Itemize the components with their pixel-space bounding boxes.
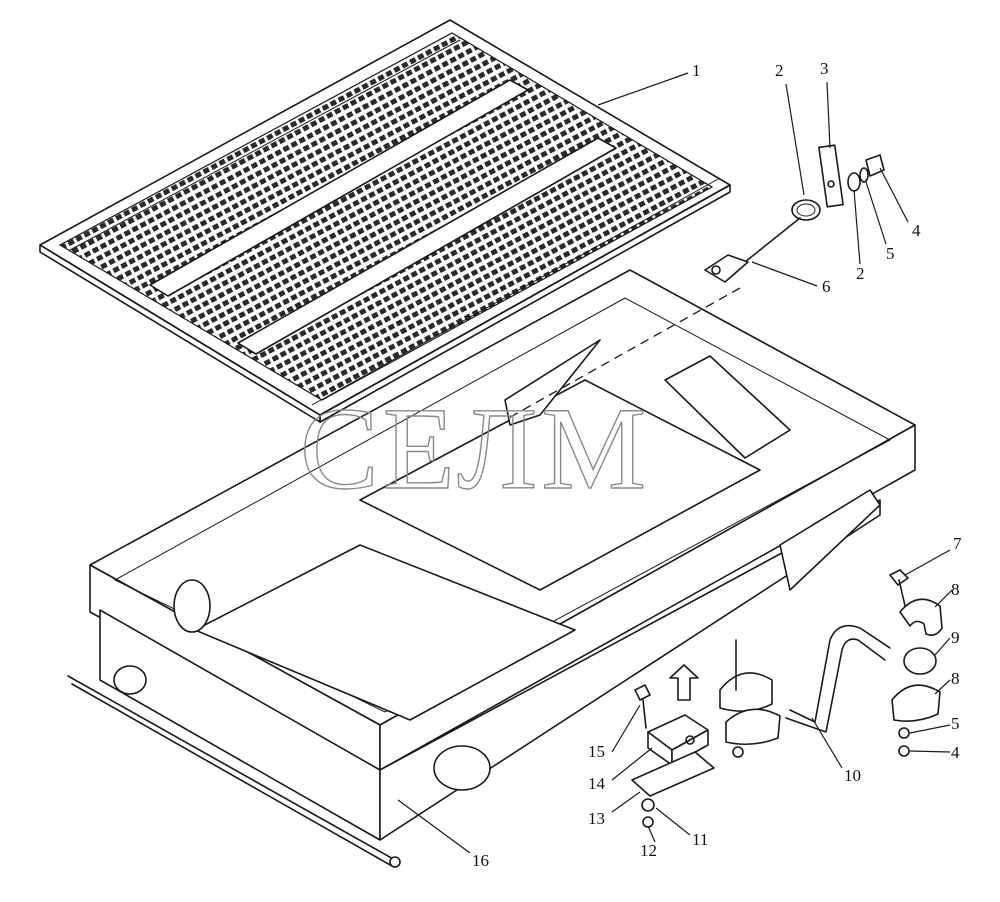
callout-labels: 1 2 3 4 5 2 6 7 8 9 8 5 4 10 15 14 13 12… [472, 59, 962, 870]
callout-5: 5 [951, 714, 960, 733]
callout-10: 10 [844, 766, 861, 785]
callout-14: 14 [588, 774, 606, 793]
mounting-hardware [631, 569, 943, 828]
callout-2: 2 [775, 61, 784, 80]
callout-5: 5 [886, 244, 895, 263]
callout-11: 11 [692, 830, 708, 849]
callout-9: 9 [951, 628, 960, 647]
sieve-frame [39, 19, 731, 423]
watermark: СЕЛМ [300, 383, 650, 514]
housing-body [67, 269, 916, 868]
callout-16: 16 [472, 851, 489, 870]
tension-assembly [504, 144, 885, 421]
callout-4: 4 [951, 743, 960, 762]
callout-8: 8 [951, 580, 960, 599]
callout-6: 6 [822, 277, 831, 296]
callout-8: 8 [951, 669, 960, 688]
callout-12: 12 [640, 841, 657, 860]
callout-7: 7 [953, 534, 962, 553]
leader-lines [397, 72, 953, 854]
callout-2: 2 [856, 264, 865, 283]
callout-4: 4 [912, 221, 921, 240]
callout-1: 1 [692, 61, 701, 80]
callout-13: 13 [588, 809, 605, 828]
callout-3: 3 [820, 59, 829, 78]
callout-15: 15 [588, 742, 605, 761]
